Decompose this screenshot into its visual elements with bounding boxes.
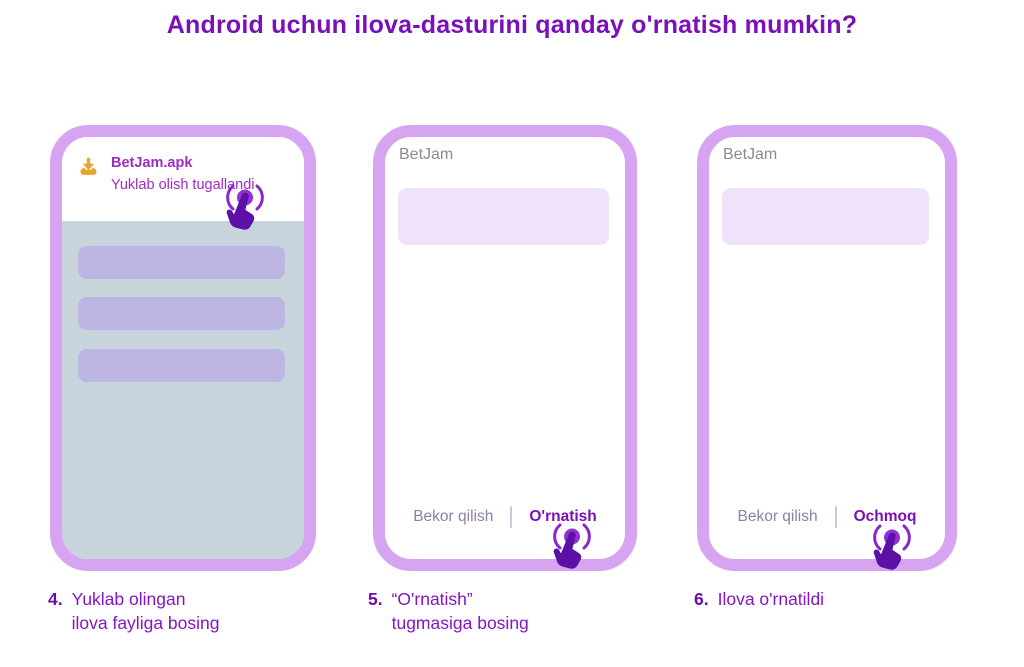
- dialog-text-placeholder: [398, 188, 609, 245]
- caption-text: “O'rnatish” tugmasiga bosing: [391, 589, 529, 634]
- dialog-button-row: Bekor qilish O'rnatish: [385, 506, 625, 528]
- notification-text: BetJam.apk Yuklab olish tugallandi: [111, 154, 255, 194]
- caption-step-5: 5. “O'rnatish” tugmasiga bosing: [368, 587, 529, 635]
- page-title: Android uchun ilova-dasturini qanday o'r…: [166, 11, 858, 39]
- caption-number: 6.: [694, 589, 709, 609]
- downloads-list-placeholder: [62, 221, 304, 559]
- phone-step-4: BetJam.apk Yuklab olish tugallandi: [50, 125, 316, 571]
- caption-number: 4.: [48, 589, 63, 609]
- caption-step-6: 6. Ilova o'rnatildi: [694, 587, 824, 611]
- download-notification[interactable]: BetJam.apk Yuklab olish tugallandi: [62, 137, 304, 221]
- caption-text: Ilova o'rnatildi: [717, 589, 825, 609]
- caption-text: Yuklab olingan ilova fayliga bosing: [71, 589, 220, 634]
- cancel-button[interactable]: Bekor qilish: [413, 508, 494, 526]
- phone-step-6: BetJam Bekor qilish Ochmoq: [697, 125, 957, 571]
- placeholder-bar: [78, 297, 285, 330]
- tap-cursor-icon: [548, 521, 600, 577]
- tap-cursor-icon: [868, 522, 920, 578]
- caption-step-4: 4. Yuklab olingan ilova fayliga bosing: [48, 587, 219, 635]
- dialog-app-title: BetJam: [723, 146, 778, 163]
- dialog-button-row: Bekor qilish Ochmoq: [709, 506, 945, 528]
- button-divider: [834, 506, 837, 528]
- cancel-button[interactable]: Bekor qilish: [737, 508, 818, 526]
- phone-step-5: BetJam Bekor qilish O'rnatish: [373, 125, 637, 571]
- download-icon: [77, 155, 100, 178]
- caption-number: 5.: [368, 589, 383, 609]
- placeholder-bar: [78, 246, 285, 279]
- install-button[interactable]: O'rnatish: [529, 508, 597, 526]
- notification-filename: BetJam.apk: [111, 155, 193, 171]
- open-button[interactable]: Ochmoq: [853, 508, 917, 526]
- placeholder-bar: [78, 349, 285, 382]
- dialog-text-placeholder: [722, 188, 929, 245]
- notification-status: Yuklab olish tugallandi: [111, 177, 255, 194]
- button-divider: [510, 506, 513, 528]
- dialog-app-title: BetJam: [399, 146, 454, 163]
